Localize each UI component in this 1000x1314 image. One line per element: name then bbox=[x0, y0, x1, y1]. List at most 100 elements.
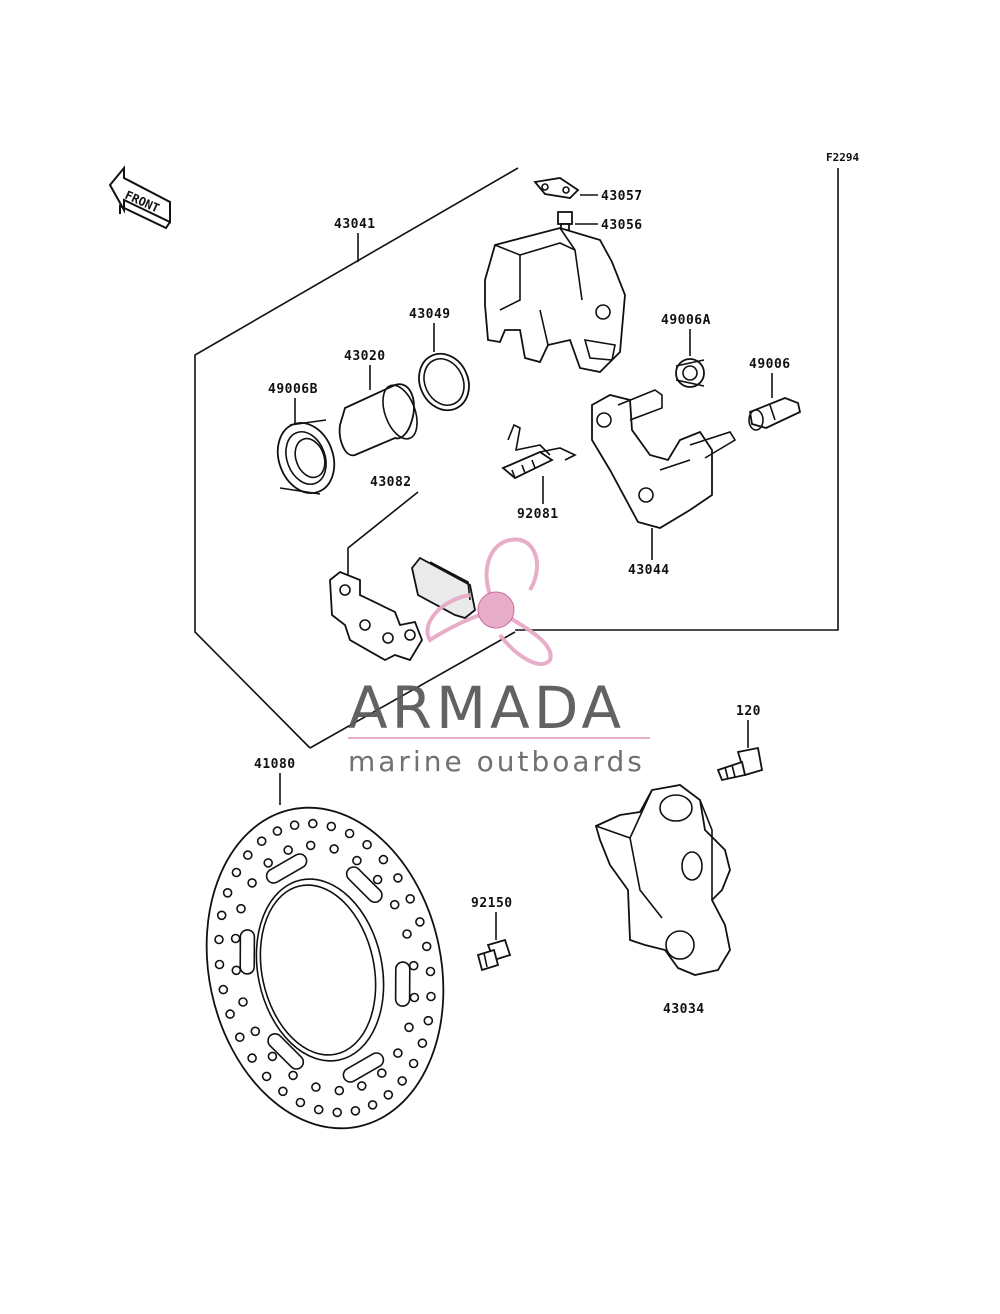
disc-hole bbox=[408, 1058, 419, 1069]
watermark-title: ARMADA bbox=[348, 674, 625, 742]
disc-hole bbox=[372, 874, 383, 885]
disc-slot bbox=[239, 929, 256, 975]
pin-boot-part bbox=[748, 397, 802, 431]
disc-hole bbox=[214, 959, 225, 970]
disc-hole bbox=[272, 826, 283, 836]
watermark-subtitle: marine outboards bbox=[348, 745, 645, 778]
part-number-43049: 43049 bbox=[409, 307, 451, 322]
part-number-43082: 43082 bbox=[370, 475, 412, 490]
disc-hole bbox=[283, 845, 294, 855]
part-number-41080: 41080 bbox=[254, 757, 296, 772]
disc-hole bbox=[236, 903, 246, 914]
part-number-43057: 43057 bbox=[601, 189, 643, 204]
disc-hole bbox=[267, 1051, 278, 1062]
disc-hole bbox=[409, 992, 420, 1003]
part-number-92150: 92150 bbox=[471, 896, 513, 911]
disc-hole bbox=[263, 858, 274, 868]
disc-hole bbox=[402, 929, 412, 939]
disc-hole bbox=[421, 941, 432, 952]
disc-hole bbox=[415, 917, 425, 927]
disc-hole bbox=[313, 1104, 324, 1115]
disc-hole bbox=[288, 1070, 298, 1081]
disc-hole bbox=[389, 899, 400, 910]
disc-hole bbox=[295, 1097, 306, 1108]
watermark-logo: ARMADA marine outboards bbox=[348, 537, 650, 778]
front-arrow-icon: FRONT bbox=[108, 165, 171, 230]
part-number-92081: 92081 bbox=[517, 507, 559, 522]
disc-hole bbox=[352, 855, 362, 866]
disc-hole bbox=[356, 1081, 367, 1091]
disc-hole bbox=[425, 966, 436, 977]
disc-hole bbox=[417, 1038, 428, 1048]
disc-hole bbox=[383, 1090, 394, 1100]
part-number-120: 120 bbox=[736, 704, 761, 719]
disc-hole bbox=[423, 1015, 434, 1026]
disc-hole bbox=[311, 1082, 321, 1092]
disc-hole bbox=[243, 850, 253, 860]
disc-hole bbox=[225, 1009, 235, 1019]
dust-seal-part bbox=[276, 419, 336, 495]
disc-slot bbox=[267, 1033, 305, 1070]
part-number-49006a: 49006A bbox=[661, 313, 711, 328]
brake-pad-set-part bbox=[329, 556, 476, 662]
part-number-43034: 43034 bbox=[663, 1002, 705, 1017]
disc-hole bbox=[289, 820, 300, 831]
disc-hole bbox=[247, 1053, 257, 1063]
disc-hole bbox=[247, 878, 257, 888]
disc-hole bbox=[305, 840, 316, 851]
disc-hole bbox=[222, 887, 233, 898]
disc-hole bbox=[256, 836, 267, 847]
piston-seal-part bbox=[418, 352, 470, 412]
brake-disc-part bbox=[205, 806, 445, 1130]
rubber-boot-part bbox=[675, 358, 705, 388]
disc-hole bbox=[218, 984, 229, 995]
disc-slot bbox=[265, 853, 308, 884]
disc-hole bbox=[230, 933, 241, 944]
disc-hole bbox=[261, 1071, 272, 1082]
disc-hole bbox=[334, 1085, 345, 1096]
reference-bracket-line bbox=[515, 168, 839, 631]
part-number-43056: 43056 bbox=[601, 218, 643, 233]
disc-bolt-part bbox=[476, 938, 512, 972]
disc-hole bbox=[393, 873, 403, 883]
disc-hole bbox=[214, 934, 224, 945]
disc-hole bbox=[408, 960, 419, 971]
pad-spring-part bbox=[501, 423, 577, 480]
disc-slot bbox=[394, 961, 411, 1007]
disc-hole bbox=[307, 818, 318, 829]
disc-hole bbox=[238, 997, 248, 1007]
disc-hole bbox=[397, 1076, 408, 1086]
caliper-assembly-outline-bottom bbox=[309, 631, 516, 749]
disc-hole bbox=[405, 893, 416, 904]
disc-hole bbox=[278, 1086, 288, 1097]
disc-hole bbox=[216, 910, 227, 921]
disc-hole bbox=[231, 867, 242, 878]
disc-hole bbox=[344, 828, 355, 839]
part-number-43020: 43020 bbox=[344, 349, 386, 364]
bleeder-cap-part bbox=[533, 177, 580, 199]
disc-hole bbox=[426, 991, 436, 1002]
disc-hole bbox=[404, 1022, 414, 1033]
disc-hole bbox=[329, 844, 339, 854]
caliper-assembly-outline bbox=[194, 167, 519, 749]
part-number-43044: 43044 bbox=[628, 563, 670, 578]
disc-hole bbox=[350, 1106, 361, 1116]
piston-part bbox=[338, 383, 418, 457]
disc-hole bbox=[376, 1068, 387, 1078]
mounting-bolt-part bbox=[716, 746, 764, 782]
part-number-43041: 43041 bbox=[334, 217, 376, 232]
disc-hole bbox=[235, 1032, 245, 1042]
disc-hole bbox=[362, 839, 372, 850]
disc-hole bbox=[393, 1048, 403, 1058]
disc-hole bbox=[378, 854, 389, 865]
propeller-icon bbox=[425, 537, 553, 666]
disc-hole bbox=[332, 1107, 343, 1118]
part-number-49006: 49006 bbox=[749, 357, 791, 372]
disc-hole bbox=[326, 821, 337, 832]
disc-hole bbox=[250, 1026, 261, 1037]
disc-hole bbox=[231, 965, 242, 976]
caliper-bracket-part bbox=[591, 389, 737, 529]
caliper-body-part bbox=[484, 227, 626, 373]
